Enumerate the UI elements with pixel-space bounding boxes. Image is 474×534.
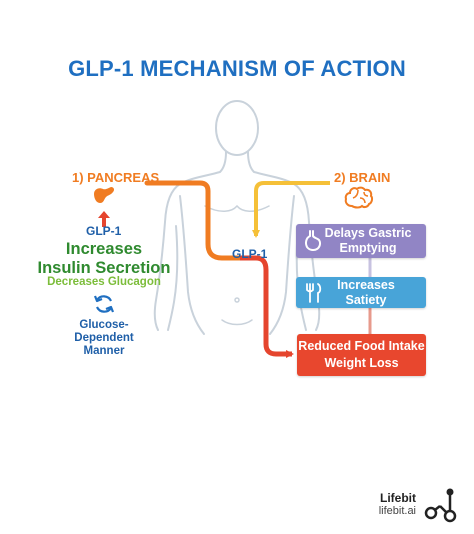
- center-glp1-label: GLP-1: [232, 247, 268, 261]
- brain-icon: [344, 186, 374, 209]
- pancreas-icon: [94, 187, 115, 203]
- reduced-food-intake-box: Reduced Food Intake Weight Loss: [297, 334, 426, 376]
- left-glp1-label: GLP-1: [86, 224, 122, 238]
- fork-knife-icon: [306, 282, 322, 303]
- increases-satiety-box: Increases Satiety: [296, 277, 426, 308]
- page-title: GLP-1 MECHANISM OF ACTION: [68, 56, 406, 81]
- delays-gastric-emptying-box: Delays Gastric Emptying: [296, 224, 426, 258]
- delays-gastric-emptying-text: Delays Gastric Emptying: [324, 226, 412, 255]
- decreases-glucagon-text: Decreases Glucagon: [47, 276, 161, 288]
- brand-name: Lifebit: [380, 491, 416, 505]
- stomach-icon: [305, 230, 322, 252]
- human-body-outline: [153, 100, 321, 335]
- weight-loss-arrow: [240, 255, 294, 358]
- pancreas-arrow: [144, 180, 243, 261]
- reduced-food-intake-text: Reduced Food Intake Weight Loss: [298, 339, 425, 370]
- brain-label: 2) BRAIN: [334, 170, 391, 185]
- up-arrow-icon: [98, 211, 110, 227]
- increases-insulin-text: Increases Insulin Secretion: [37, 240, 171, 277]
- lifebit-logo-icon: [424, 488, 457, 523]
- brand-url: lifebit.ai: [378, 505, 416, 517]
- increases-satiety-text: Increases Satiety: [337, 277, 395, 307]
- pancreas-label: 1) PANCREAS: [72, 170, 160, 185]
- glucose-dependent-text: Glucose- Dependent Manner: [74, 319, 134, 357]
- brain-arrow: [252, 181, 330, 238]
- cycle-arrows-icon: [93, 295, 115, 313]
